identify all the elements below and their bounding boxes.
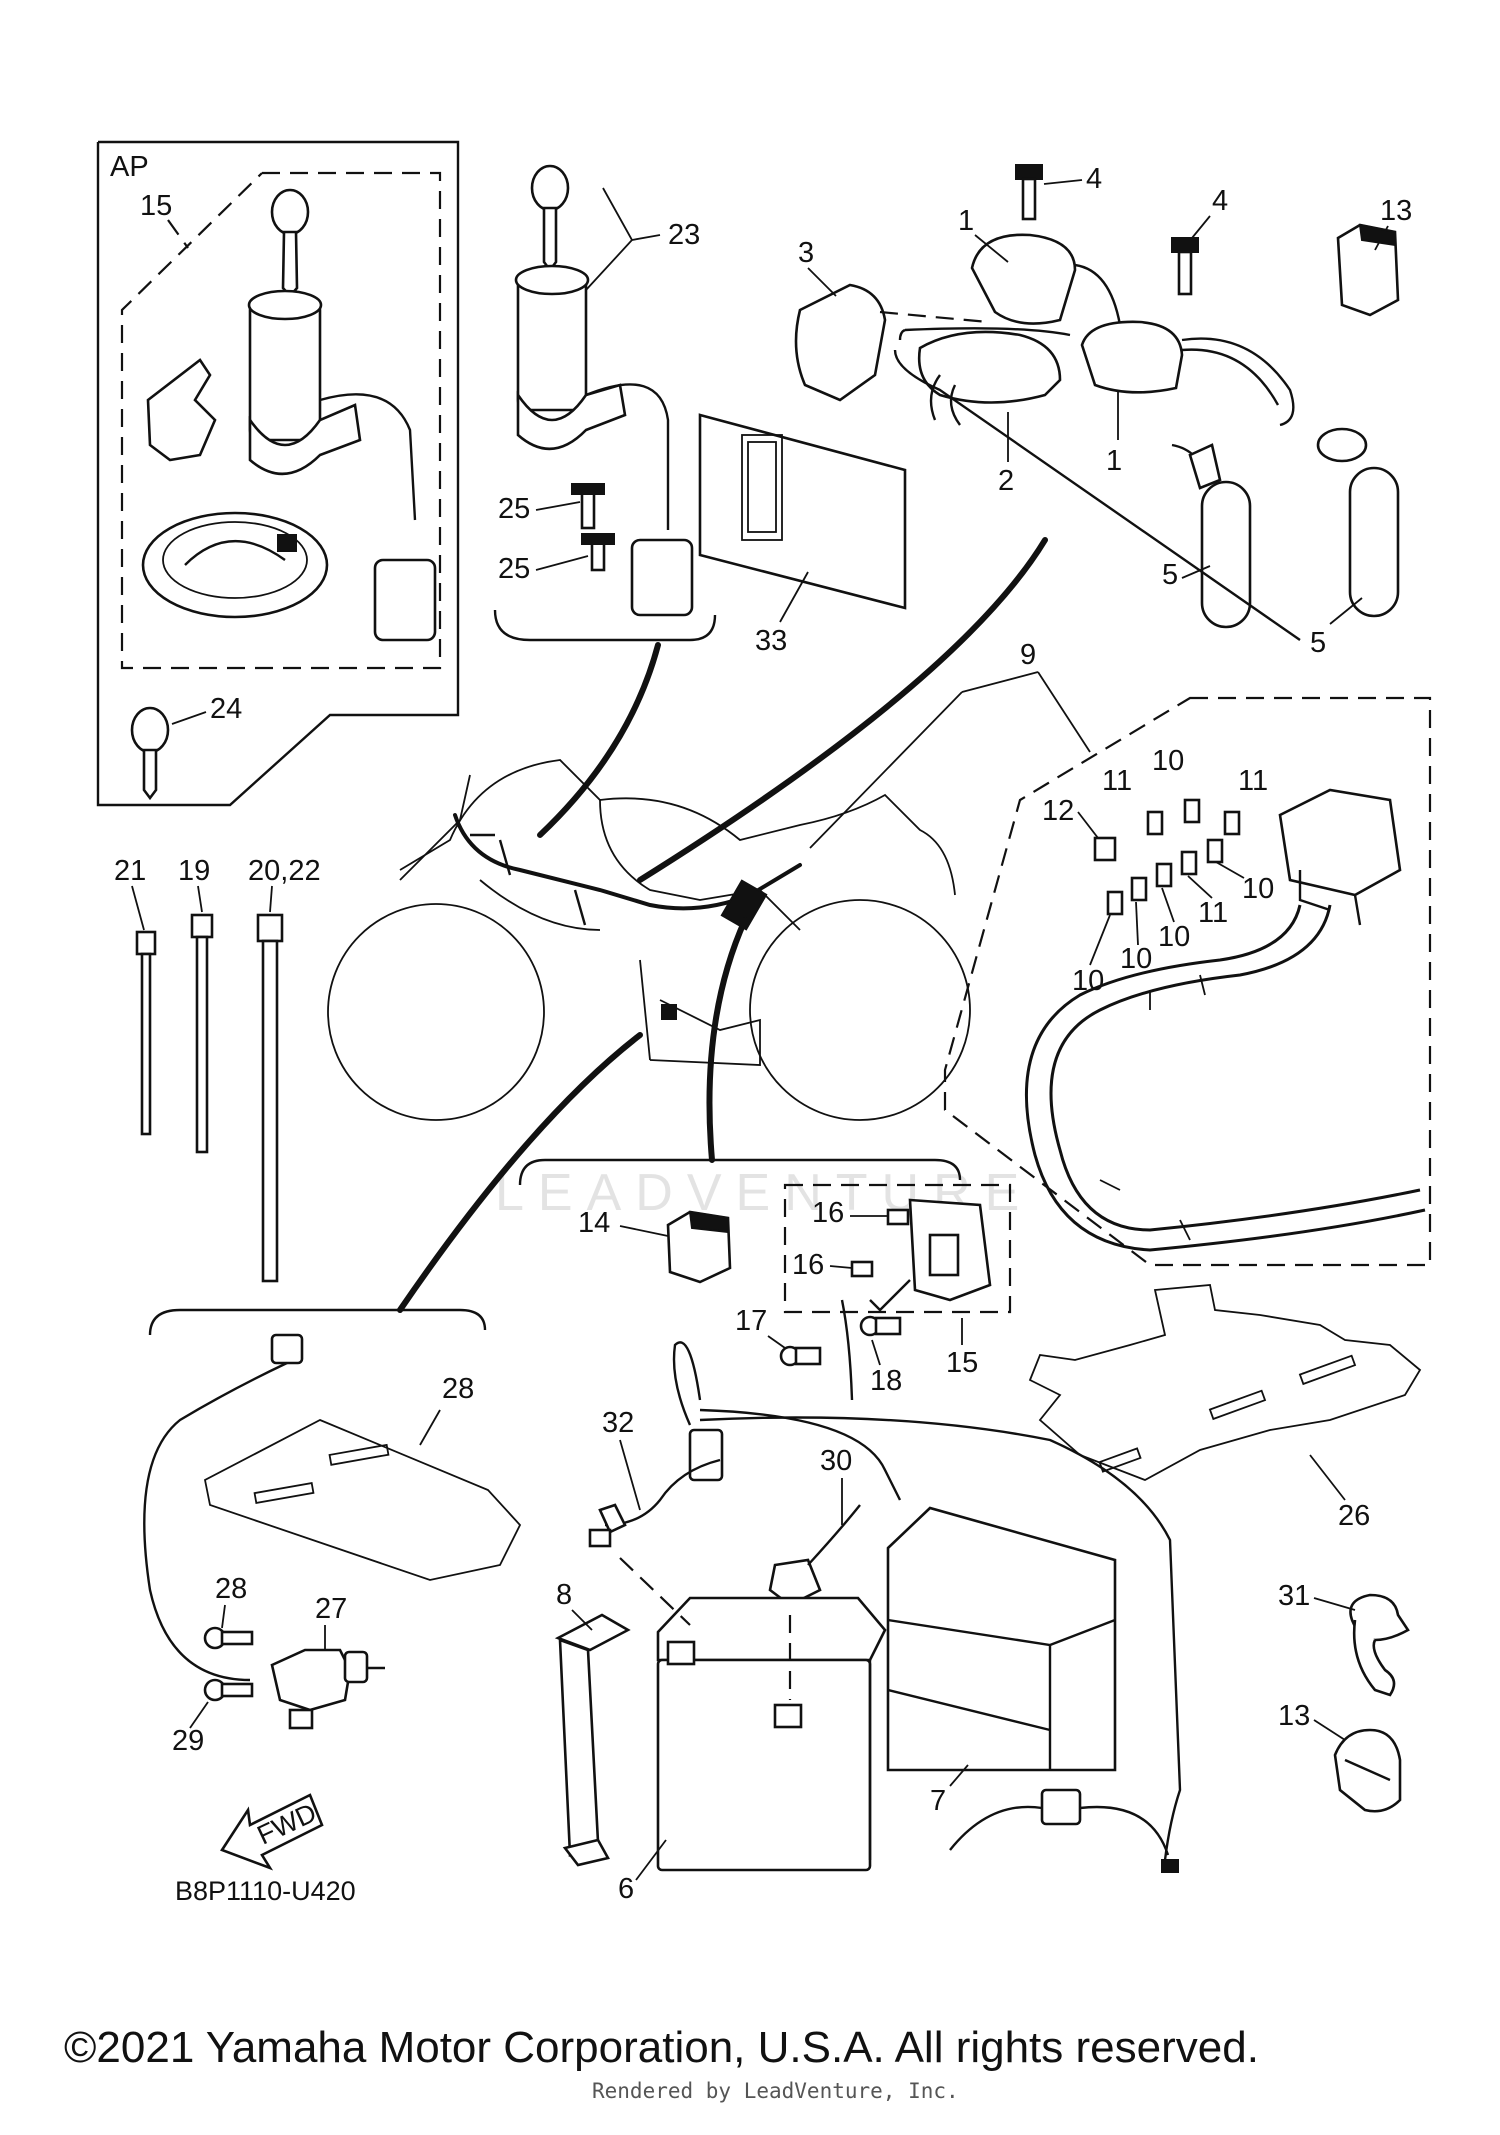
callout-33: 33 <box>755 625 787 657</box>
callout-6: 6 <box>618 1873 634 1905</box>
callout-12: 12 <box>1042 795 1074 827</box>
decal-panel-33: 33 <box>698 413 907 657</box>
main-switch-icon <box>514 264 694 617</box>
callout-32: 13 <box>1278 1700 1310 1732</box>
ap-kit-box: AP 15 24 <box>96 140 460 807</box>
cable-tie-icon <box>135 930 157 956</box>
callout-18: 32 <box>602 1407 634 1439</box>
fwd-arrow-icon: FWD <box>220 1793 324 1871</box>
coil-cap-icon <box>917 330 1062 404</box>
battery-cover-icon <box>886 1506 1117 1772</box>
screw-icon <box>203 1626 254 1702</box>
callout-25: 25 <box>498 493 530 525</box>
callout-10: 10 <box>1242 873 1274 905</box>
callout-16: 17 <box>735 1305 767 1337</box>
callout-8: 8 <box>556 1579 572 1611</box>
copyright-text: ©2021 Yamaha Motor Corporation, U.S.A. A… <box>64 2023 1259 2072</box>
callout-3: 3 <box>798 237 814 269</box>
ignition-coil-group: 4 4 1 1 2 3 5 <box>637 163 1412 883</box>
callout-9: 9 <box>1020 639 1036 671</box>
coil-cap-icon <box>794 283 887 402</box>
callout-4: 4 <box>1086 163 1102 195</box>
battery-icon <box>619 1557 887 1872</box>
callout-31: 31 <box>1278 1580 1310 1612</box>
kit-label: AP <box>110 151 149 183</box>
fuse-box-detail: 9 12 11 10 11 10 <box>809 639 1432 1267</box>
diagram-code: B8P1110-U420 <box>175 1876 356 1906</box>
callout-26: 15 <box>140 190 172 222</box>
cable-ties: 21 19 20,22 <box>114 855 321 1283</box>
callout-17: 30 <box>820 1445 852 1477</box>
callout-1: 1 <box>958 205 974 237</box>
callout-7: 7 <box>930 1785 946 1817</box>
rendered-by-text: Rendered by LeadVenture, Inc. <box>592 2079 959 2103</box>
callout-1: 1 <box>1106 445 1122 477</box>
callout-11: 11 <box>1238 765 1268 797</box>
fuse-icon <box>1093 798 1241 916</box>
callout-2: 2 <box>998 465 1014 497</box>
callout-11: 11 <box>1102 765 1132 797</box>
ignition-coil-icon <box>970 233 1077 325</box>
callout-13: 14 <box>578 1207 610 1239</box>
callout-23: 23 <box>668 219 700 251</box>
callout-4: 4 <box>1212 185 1228 217</box>
seat-panel-29: 26 <box>1028 1284 1422 1532</box>
clamps: 31 13 <box>1278 1580 1410 1813</box>
callout-28: 28 <box>215 1573 247 1605</box>
main-switch-group: 23 25 25 <box>493 164 717 838</box>
relay-icon <box>666 1210 732 1284</box>
fuse-box-icon <box>1278 788 1402 926</box>
relay-box-icon <box>869 1198 992 1312</box>
callout-15: 16 <box>792 1249 824 1281</box>
battery-terminal-cover-icon <box>768 1504 861 1607</box>
callout-10: 10 <box>1120 943 1152 975</box>
spark-plug-cap-icon <box>1171 443 1252 629</box>
spark-plug-cap-icon <box>1316 427 1400 618</box>
bolt-icon <box>1015 164 1199 296</box>
relay-box-detail: 14 16 16 15 17 18 <box>518 1158 1012 1401</box>
clamp-icon <box>1333 1728 1402 1813</box>
sensor-icon <box>270 1648 385 1730</box>
callout-21: 21 <box>114 855 146 887</box>
ignition-coil-icon <box>1080 320 1184 394</box>
callout-10: 10 <box>1158 921 1190 953</box>
clamp-icon <box>1349 1593 1410 1697</box>
relay-icon <box>1336 223 1400 317</box>
cable-tie-icon <box>190 913 214 939</box>
callout-15: 16 <box>812 1197 844 1229</box>
callout-27: 27 <box>315 1593 347 1625</box>
callout-10: 10 <box>1152 745 1184 777</box>
callout-11: 11 <box>1198 897 1228 929</box>
callout-28: 29 <box>172 1725 204 1757</box>
callout-13: 13 <box>1380 195 1412 227</box>
connector-icon <box>270 1333 304 1365</box>
terminal-icon <box>588 1503 627 1548</box>
lock-bracket-icon <box>146 358 217 462</box>
sensor-group: 28 27 28 29 FWD B8P1110-U420 <box>143 1308 522 1906</box>
callout-25: 25 <box>498 553 530 585</box>
callout-5: 5 <box>1310 627 1326 659</box>
cable-tie-icon <box>256 913 284 943</box>
screw-icon <box>571 483 615 572</box>
motorcycle-outline <box>327 759 971 1121</box>
battery-section: 32 30 6 8 <box>554 1341 1182 1905</box>
fuel-cap-icon <box>141 511 329 619</box>
key-icon <box>130 706 170 801</box>
key-icon <box>530 164 570 273</box>
callout-30: 28 <box>442 1373 474 1405</box>
callout-19: 19 <box>178 855 210 887</box>
battery-band-icon <box>554 1613 631 1867</box>
key-icon <box>270 188 310 298</box>
callout-16: 18 <box>870 1365 902 1397</box>
main-switch-icon <box>247 289 437 642</box>
callout-29: 26 <box>1338 1500 1370 1532</box>
fuse-icon <box>850 1208 910 1278</box>
callout-5: 5 <box>1162 559 1178 591</box>
callout-14: 15 <box>946 1347 978 1379</box>
callout-10: 10 <box>1072 965 1104 997</box>
callout-20-22: 20,22 <box>248 855 321 887</box>
callout-24: 24 <box>210 693 242 725</box>
bolt-icon <box>779 1299 902 1401</box>
